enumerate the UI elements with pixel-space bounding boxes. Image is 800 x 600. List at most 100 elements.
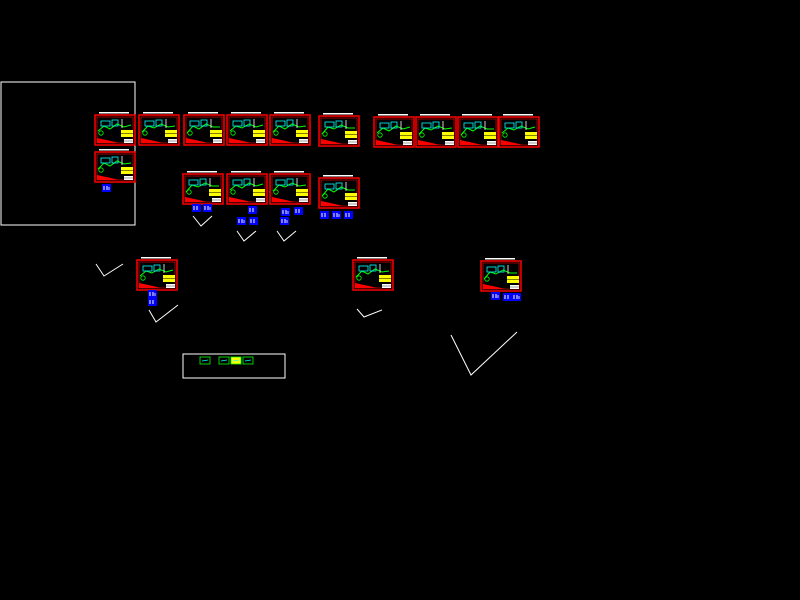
drawing-sheet[interactable] [182,171,224,205]
structure-outline [155,119,163,127]
legend-frame[interactable] [182,353,286,379]
ground-hatch [97,138,119,143]
sheet-title-line [323,175,353,177]
structure-outline [335,120,343,128]
drawing-sheet[interactable] [352,257,394,291]
ground-hatch [355,283,377,288]
detail-tag[interactable] [248,206,257,214]
drawing-sheet[interactable] [498,114,540,148]
drawing-sheet[interactable] [226,112,268,146]
drawing-sheet[interactable] [318,113,360,147]
section-marker [502,132,508,138]
detail-tag[interactable] [344,211,353,219]
structure-outline [515,121,523,129]
structure-outline [232,120,243,127]
detail-tag[interactable] [148,298,157,306]
section-marker [419,132,425,138]
detail-tag[interactable] [102,184,111,192]
legend-item[interactable] [230,356,242,365]
ground-hatch [97,175,119,180]
section-marker [273,189,279,195]
legend-item[interactable] [242,356,254,365]
ground-hatch [321,201,343,206]
structure-outline [504,122,515,129]
structure-outline [486,266,497,273]
ground-hatch [272,197,294,202]
detail-tag[interactable] [281,208,290,216]
detail-tag[interactable] [503,293,512,301]
drawing-sheet[interactable] [480,258,522,292]
detail-tag[interactable] [148,290,157,298]
terrain-profile [376,125,411,134]
ground-hatch [460,140,482,145]
detail-tag[interactable] [320,211,329,219]
sheet-title-line [141,257,171,259]
terrain-profile [460,125,494,136]
ground-hatch [139,283,161,288]
drawing-sheet[interactable] [318,175,360,209]
leader-line[interactable] [356,308,383,318]
section-marker [140,275,146,281]
legend-item[interactable] [199,356,211,365]
sheet-title-line [274,171,304,173]
legend-item[interactable] [218,356,230,365]
structure-outline [100,120,111,127]
leader-line[interactable] [276,230,297,242]
detail-tag[interactable] [249,217,258,225]
detail-tag[interactable] [332,211,341,219]
structure-outline [142,265,153,272]
legend-thumb-line [220,359,228,362]
legend-thumb-line [232,359,240,362]
legend-thumb-line [201,359,209,362]
section-marker [377,132,383,138]
terrain-profile [97,160,132,170]
ground-hatch [321,139,343,144]
sheet-title-line [99,112,129,114]
drawing-sheet[interactable] [94,112,136,146]
leader-line[interactable] [148,304,179,323]
drawing-sheet[interactable] [457,114,499,148]
detail-tag[interactable] [203,204,212,212]
structure-outline [199,178,207,186]
drawing-sheet[interactable] [269,112,311,146]
detail-tag[interactable] [512,293,521,301]
terrain-profile [321,186,355,197]
leader-line[interactable] [95,263,124,277]
drawing-sheet[interactable] [138,112,180,146]
drawing-sheet[interactable] [183,112,225,146]
structure-outline [463,122,474,129]
sheet-title-line [323,113,353,115]
drawing-sheet[interactable] [373,114,415,148]
drawing-sheet[interactable] [226,171,268,205]
leader-line[interactable] [192,215,213,227]
section-marker [461,132,467,138]
structure-outline [335,182,343,190]
section-marker [484,276,490,282]
ground-hatch [229,197,251,202]
drawing-sheet[interactable] [94,149,136,183]
terrain-profile [355,268,390,278]
drawing-sheet[interactable] [415,114,457,148]
detail-tag[interactable] [237,217,246,225]
structure-outline [243,119,251,127]
section-marker [230,189,236,195]
section-marker [142,130,148,136]
section-marker [322,131,328,137]
structure-outline [100,157,111,164]
detail-tag[interactable] [280,217,289,225]
leader-line[interactable] [450,331,518,376]
structure-outline [390,121,398,129]
detail-tag[interactable] [192,204,201,212]
structure-outline [153,264,161,272]
drawing-sheet[interactable] [136,257,178,291]
leader-line[interactable] [236,230,257,242]
ground-hatch [483,284,505,289]
detail-tag[interactable] [294,207,303,215]
section-marker [98,167,104,173]
structure-outline [188,179,199,186]
drawing-sheet[interactable] [269,171,311,205]
detail-tag[interactable] [491,292,500,300]
section-marker [98,130,104,136]
section-marker [186,189,192,195]
